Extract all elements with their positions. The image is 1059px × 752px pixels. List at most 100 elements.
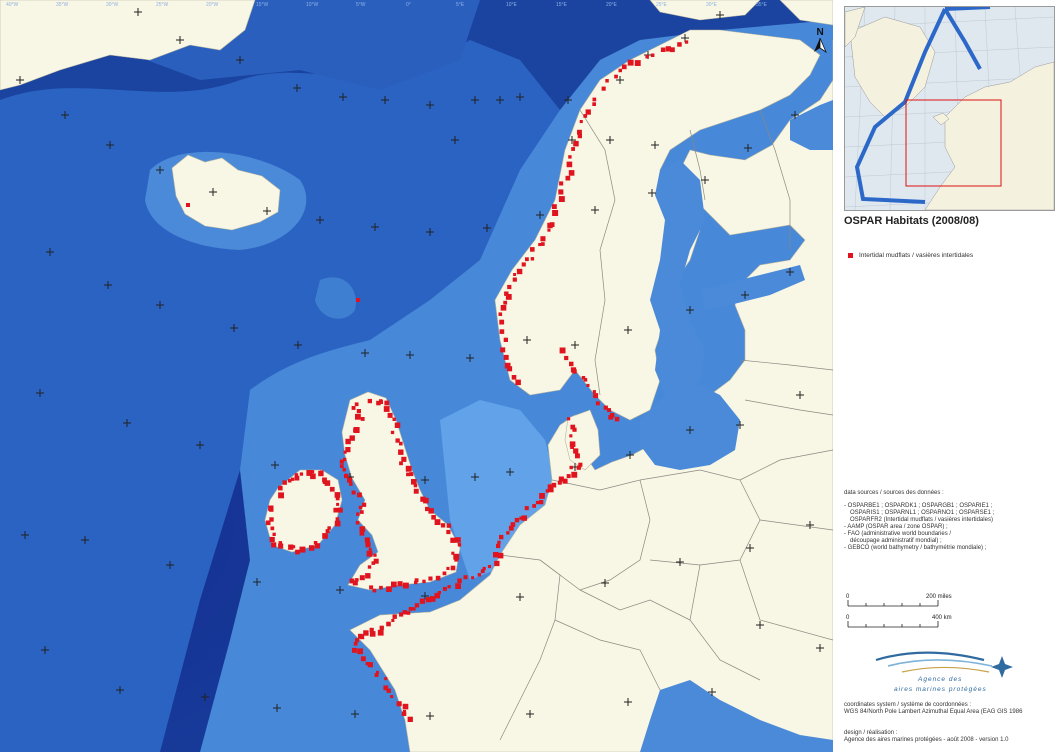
- graticule-cross: [746, 544, 754, 552]
- graticule-cross: [426, 101, 434, 109]
- habitat-point: [369, 585, 374, 590]
- habitat-point: [369, 631, 376, 637]
- habitat-point: [471, 576, 475, 580]
- habitat-point: [577, 133, 582, 139]
- habitat-point: [391, 618, 395, 622]
- habitat-point: [336, 502, 340, 506]
- habitat-point: [634, 60, 641, 66]
- coordinate-system: coordinates system / système de coordonn…: [844, 702, 1059, 716]
- habitat-point: [482, 566, 486, 571]
- logo-line-1: Agence des: [918, 676, 963, 683]
- habitat-point: [595, 401, 600, 406]
- sources-heading: data sources / sources des données :: [844, 490, 944, 496]
- habitat-point: [355, 638, 360, 643]
- habitat-point: [431, 515, 436, 520]
- habitat-point: [499, 534, 504, 540]
- habitat-point: [540, 236, 546, 242]
- habitat-point: [334, 492, 341, 498]
- habitat-point: [503, 337, 508, 342]
- habitat-point: [581, 376, 586, 380]
- habitat-point: [355, 413, 361, 420]
- habitat-point: [603, 405, 608, 410]
- habitat-point: [376, 400, 381, 406]
- habitat-point: [541, 242, 545, 246]
- habitat-point: [383, 685, 389, 691]
- habitat-point: [601, 86, 606, 91]
- inset-overview-map: [844, 6, 1055, 211]
- habitat-point: [407, 716, 413, 722]
- graticule-cross: [271, 461, 279, 469]
- habitat-point: [592, 390, 596, 394]
- habitat-point: [569, 361, 574, 367]
- habitat-point: [577, 129, 582, 135]
- habitat-point: [558, 196, 565, 202]
- habitat-point: [322, 477, 327, 483]
- habitat-point: [355, 578, 359, 582]
- mediterranean-sea: [640, 680, 833, 752]
- habitat-point: [272, 532, 276, 536]
- habitat-point: [535, 500, 540, 505]
- scandinavian-peninsula: [494, 29, 821, 421]
- border-baltic-states: [739, 359, 833, 416]
- habitat-point: [358, 505, 363, 510]
- habitat-point: [408, 607, 413, 611]
- graticule-cross: [293, 84, 301, 92]
- habitat-point: [645, 54, 649, 59]
- habitat-point: [447, 585, 451, 589]
- habitat-point: [386, 586, 392, 592]
- graticule-cross: [591, 206, 599, 214]
- graticule-cross: [506, 468, 514, 476]
- habitat-point: [325, 529, 330, 534]
- habitat-point: [539, 500, 544, 505]
- habitat-point: [435, 575, 441, 581]
- data-sources: data sources / sources des données : - O…: [844, 490, 1056, 552]
- habitat-point: [573, 448, 579, 454]
- inset-iceland: [932, 112, 950, 126]
- habitat-point: [414, 580, 418, 585]
- graticule-cross: [651, 141, 659, 149]
- habitat-point: [399, 612, 404, 617]
- design-credit: design / réalisation : Agence des aires …: [844, 730, 1059, 744]
- habitat-point: [498, 312, 503, 316]
- habitat-point: [406, 472, 410, 477]
- habitat-point: [379, 399, 383, 403]
- habitat-point: [442, 571, 447, 576]
- habitat-point: [414, 578, 419, 583]
- graticule-cross: [116, 686, 124, 694]
- graticule-cross: [106, 141, 114, 149]
- habitat-point: [480, 569, 485, 574]
- habitat-point: [428, 508, 434, 514]
- source-line: - OSPARBE1 ; OSPARDK1 ; OSPARGB1 ; OSPAR…: [844, 503, 993, 509]
- habitat-point: [426, 597, 432, 603]
- habitat-point: [565, 175, 571, 181]
- habitat-point: [521, 262, 526, 267]
- graticule-cross: [568, 136, 576, 144]
- graticule-cross: [273, 704, 281, 712]
- habitat-point: [294, 475, 300, 481]
- graticule-cross: [351, 710, 359, 718]
- habitat-point: [310, 473, 316, 480]
- source-line: découpage administratif mondial) ;: [850, 538, 942, 544]
- graticule-cross: [123, 419, 131, 427]
- graticule-label: 35°W: [56, 2, 69, 8]
- habitat-point: [398, 449, 404, 455]
- graticule-cross: [791, 111, 799, 119]
- source-line: - GEBCO (world bathymetry / bathymétrie …: [844, 545, 987, 551]
- habitat-point: [579, 120, 583, 124]
- habitat-point: [514, 517, 520, 523]
- graticule-cross: [294, 341, 302, 349]
- habitat-point: [566, 161, 573, 168]
- graticule-label: 20°W: [206, 2, 219, 8]
- habitat-point: [614, 74, 618, 79]
- graticule-cross: [564, 96, 572, 104]
- graticule-label: 0°: [406, 2, 411, 8]
- habitat-point: [299, 472, 304, 476]
- habitat-point: [368, 547, 372, 551]
- habitat-point: [269, 517, 274, 522]
- habitat-point: [401, 711, 407, 716]
- habitat-point: [351, 490, 356, 495]
- graticule-cross: [686, 306, 694, 314]
- habitat-point: [319, 470, 324, 475]
